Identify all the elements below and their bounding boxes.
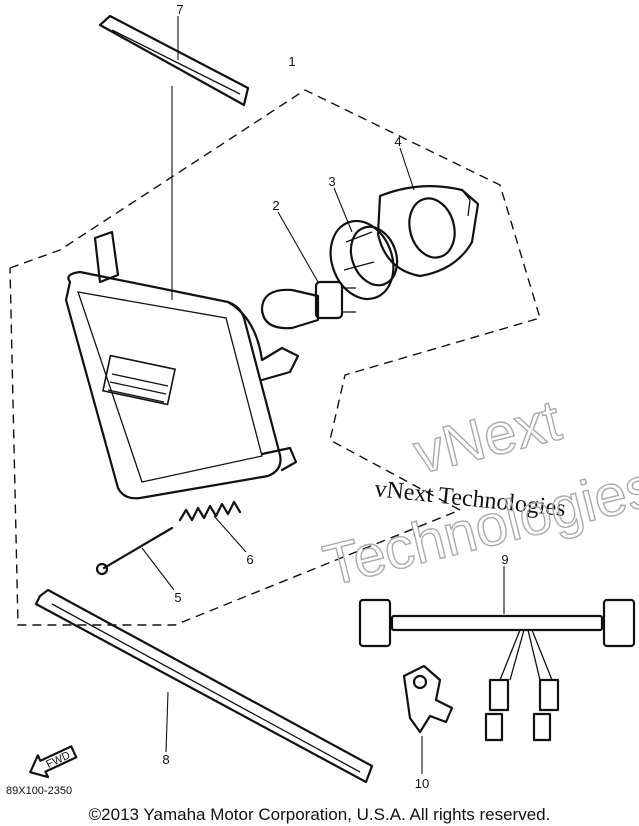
diagram-code: 89X100-2350 bbox=[6, 785, 72, 797]
callout-10: 10 bbox=[415, 776, 429, 791]
headlight-housing bbox=[64, 230, 300, 500]
callout-8: 8 bbox=[162, 752, 169, 767]
watermark-line3: Technologies bbox=[317, 454, 639, 599]
fwd-arrow-icon: FWD bbox=[29, 745, 78, 779]
part-9-wire-harness bbox=[358, 598, 636, 742]
assembly-1-boundary bbox=[9, 89, 541, 626]
part-4-cover bbox=[376, 185, 480, 278]
callout-4: 4 bbox=[394, 134, 401, 149]
watermark-line2: vNext bbox=[407, 388, 567, 487]
callout-5: 5 bbox=[174, 590, 181, 605]
copyright-notice: ©2013 Yamaha Motor Corporation, U.S.A. A… bbox=[88, 805, 551, 824]
part-10-clamp bbox=[402, 664, 454, 734]
part-2-bulb bbox=[260, 280, 356, 330]
part-8-lower-strip bbox=[34, 588, 374, 784]
direction-label: FWD bbox=[44, 749, 72, 770]
callout-1: 1 bbox=[288, 54, 295, 69]
callout-6: 6 bbox=[246, 552, 253, 567]
callout-3: 3 bbox=[328, 174, 335, 189]
callout-2: 2 bbox=[272, 198, 279, 213]
callout-9: 9 bbox=[501, 552, 508, 567]
part-5-screw bbox=[95, 526, 174, 576]
lens-emblem bbox=[102, 354, 176, 406]
part-3-socket bbox=[329, 219, 399, 301]
callout-7: 7 bbox=[176, 2, 183, 17]
part-7-reflector-strip bbox=[98, 14, 250, 107]
watermark: vNext Technologies vNext Technologies bbox=[317, 387, 639, 599]
part-6-spring bbox=[178, 500, 242, 522]
